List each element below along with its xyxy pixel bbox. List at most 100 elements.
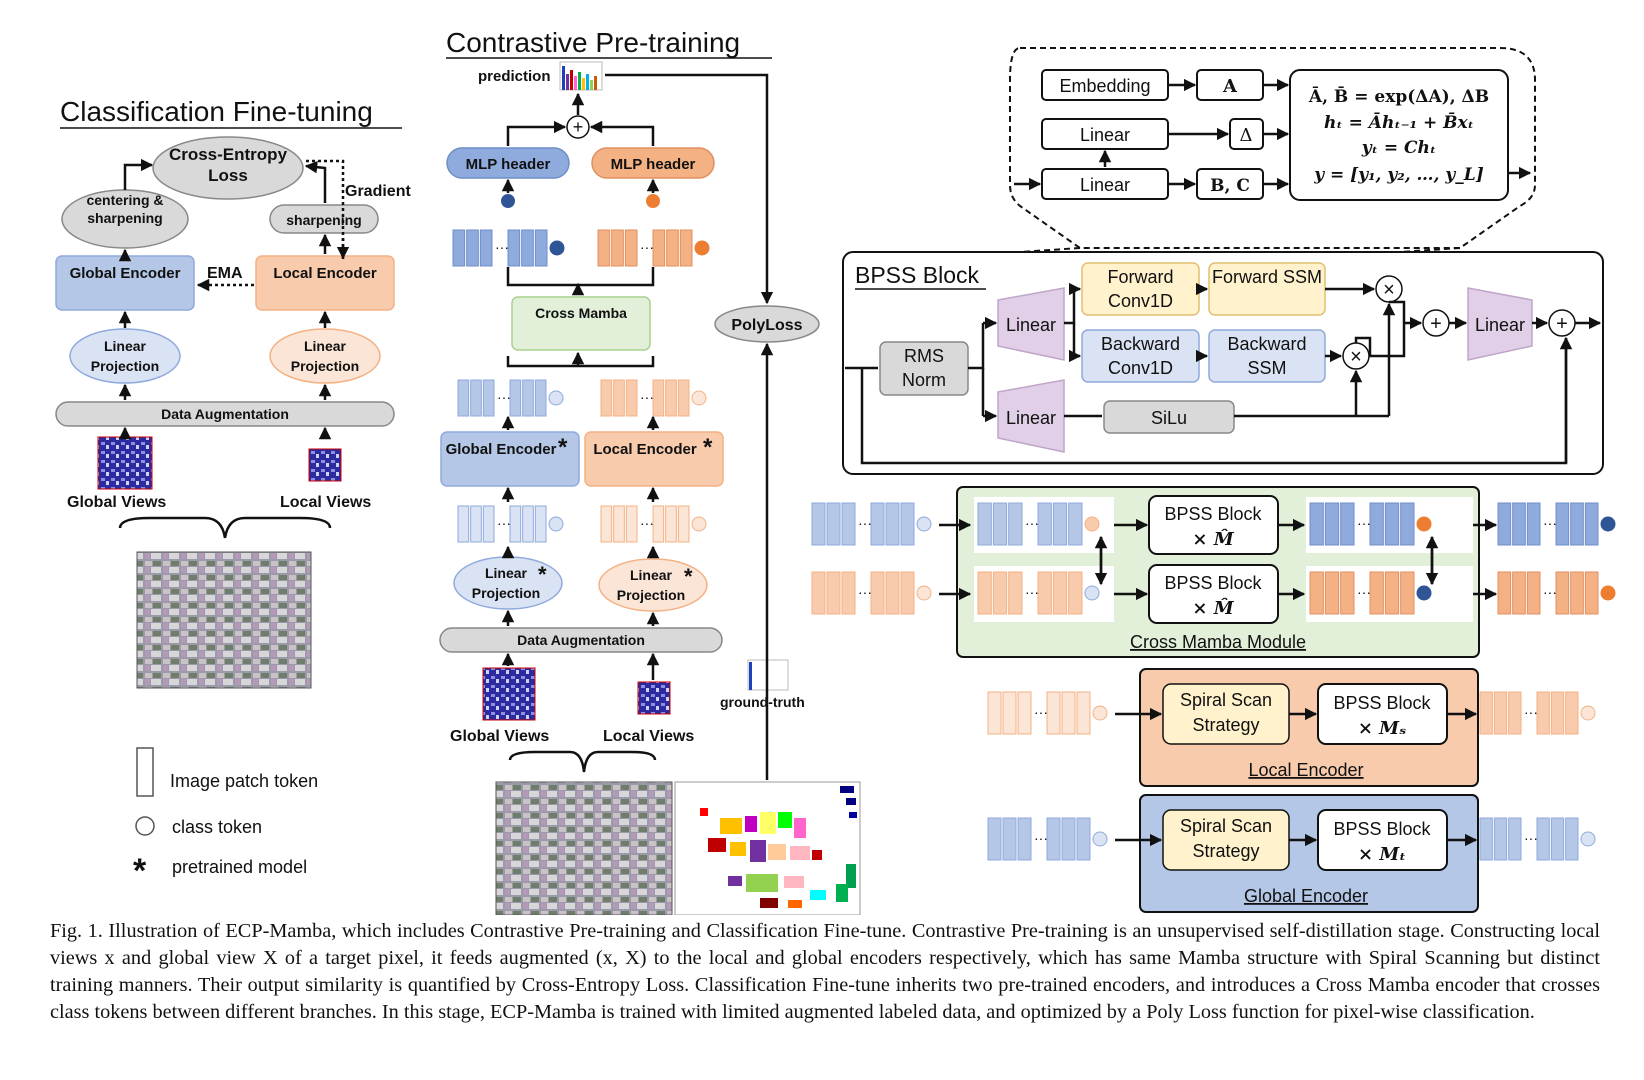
global-encoder-module: Spiral Scan Strategy BPSS Block× Mₜ Glob… bbox=[1139, 794, 1479, 913]
svg-text:+: + bbox=[1430, 313, 1442, 335]
cpt-tokens-blue-top: ··· bbox=[452, 229, 565, 267]
cpt-tokens-orange-mid: ··· bbox=[600, 379, 707, 417]
backward-conv1d: Backward Conv1D bbox=[1081, 329, 1200, 383]
cmm-bpss-top: BPSS Block× M̂ bbox=[1148, 495, 1279, 555]
svg-text:yₜ = Chₜ: yₜ = Chₜ bbox=[1361, 138, 1436, 158]
svg-text:+: + bbox=[1556, 313, 1568, 335]
ssm-equations: Ā, B̄ = exp(ΔA), ΔB hₜ = Āhₜ₋₁ + B̄xₜ yₜ… bbox=[1289, 69, 1509, 201]
cpt-source-image bbox=[495, 781, 673, 915]
svg-text:···: ··· bbox=[1357, 584, 1371, 600]
cpt-global-views: Global Views bbox=[450, 728, 549, 745]
silu-box: SiLu bbox=[1103, 400, 1235, 434]
rms-norm-box: RMS Norm bbox=[879, 341, 969, 396]
svg-text:PolyLoss: PolyLoss bbox=[731, 317, 802, 334]
right-token-rows: ···································· bbox=[811, 502, 1616, 861]
sharpening-box: sharpening bbox=[269, 204, 379, 234]
prediction-histogram bbox=[559, 61, 603, 91]
fine-linear-projection-local: Linear Projection bbox=[269, 328, 381, 384]
mlp-header-blue: MLP header bbox=[446, 147, 570, 179]
svg-text:*: * bbox=[538, 562, 547, 587]
cmm-in-blue: ··· bbox=[811, 502, 932, 546]
svg-text:×: × bbox=[1383, 279, 1395, 301]
ge-spiral: Spiral Scan Strategy bbox=[1162, 809, 1290, 871]
a-box: A bbox=[1196, 69, 1264, 101]
fine-local-encoder: Local Encoder bbox=[255, 255, 395, 311]
cpt-data-augmentation: Data Augmentation bbox=[439, 627, 723, 653]
svg-text:Data Augmentation: Data Augmentation bbox=[517, 632, 645, 648]
multiply-node-bottom: × bbox=[1342, 342, 1370, 370]
ssm-detail: Embedding A Linear Δ Linear B, C Ā, B̄ =… bbox=[929, 47, 1536, 259]
final-orange: ··· bbox=[1497, 571, 1616, 615]
forward-ssm: Forward SSM bbox=[1208, 262, 1326, 316]
delta-box: Δ bbox=[1229, 118, 1264, 150]
svg-text:···: ··· bbox=[858, 515, 872, 531]
fine-local-views: Local Views bbox=[280, 494, 371, 511]
svg-text:···: ··· bbox=[858, 584, 872, 600]
svg-text:Δ: Δ bbox=[1240, 125, 1253, 146]
svg-text:···: ··· bbox=[497, 515, 511, 531]
fine-title: Classification Fine-tuning bbox=[60, 96, 373, 127]
svg-text:sharpening: sharpening bbox=[286, 212, 361, 228]
legend-class: class token bbox=[172, 817, 262, 837]
le-spiral: Spiral Scan Strategy bbox=[1162, 683, 1290, 745]
cmm-mid-blue: ··· bbox=[977, 502, 1100, 546]
linear-trap-out: Linear bbox=[1467, 287, 1533, 361]
forward-conv1d: Forward Conv1D bbox=[1081, 262, 1200, 316]
svg-text:Embedding: Embedding bbox=[1059, 76, 1150, 96]
cpt-global-encoder: Global Encoder * bbox=[440, 431, 580, 487]
bc-box: B, C bbox=[1196, 168, 1264, 200]
le-out: ··· bbox=[1479, 691, 1596, 735]
gradient-label: Gradient bbox=[345, 183, 411, 200]
svg-text:Linear: Linear bbox=[1475, 315, 1525, 335]
centering-sharpening: centering & sharpening bbox=[61, 189, 189, 249]
ground-truth-label: ground-truth bbox=[720, 694, 805, 710]
pretraining-panel: Contrastive Pre-training prediction + ML… bbox=[439, 27, 861, 915]
embedding-box: Embedding bbox=[1041, 69, 1169, 101]
svg-text:×: × bbox=[1350, 346, 1362, 368]
svg-text:Ā, B̄ = exp(ΔA), ΔB: Ā, B̄ = exp(ΔA), ΔB bbox=[1308, 86, 1489, 107]
svg-text:A: A bbox=[1222, 76, 1238, 97]
svg-text:···: ··· bbox=[497, 389, 511, 405]
svg-text:BPSS Block: BPSS Block bbox=[1333, 819, 1431, 839]
svg-text:y = [y₁, y₂, …, y_L]: y = [y₁, y₂, …, y_L] bbox=[1313, 165, 1484, 185]
svg-text:*: * bbox=[684, 564, 693, 589]
svg-text:···: ··· bbox=[1543, 584, 1557, 600]
svg-text:···: ··· bbox=[1034, 830, 1048, 846]
cmm-out-orange: ··· bbox=[1309, 571, 1432, 615]
cpt-linear-projection-global: Linear Projection * bbox=[453, 556, 563, 610]
cpt-linear-projection-local: Linear Projection * bbox=[598, 558, 708, 612]
svg-text:BPSS Block: BPSS Block bbox=[1164, 573, 1262, 593]
svg-text:···: ··· bbox=[1034, 704, 1048, 720]
mlp-header-orange: MLP header bbox=[591, 147, 715, 179]
legend-class-icon bbox=[135, 816, 155, 836]
figure-caption: Fig. 1. Illustration of ECP-Mamba, which… bbox=[50, 920, 1600, 1023]
svg-text:Linear: Linear bbox=[1006, 408, 1056, 428]
cmm-mid-orange: ··· bbox=[977, 571, 1100, 615]
svg-text:*: * bbox=[703, 434, 713, 461]
svg-text:···: ··· bbox=[1524, 704, 1538, 720]
svg-text:hₜ = Āhₜ₋₁ + B̄xₜ: hₜ = Āhₜ₋₁ + B̄xₜ bbox=[1324, 112, 1474, 133]
asterisk-icon: * bbox=[133, 852, 147, 890]
ge-bpss: BPSS Block× Mₜ bbox=[1317, 809, 1448, 871]
cpt-local-encoder: Local Encoder * bbox=[584, 431, 724, 487]
add-node-2: + bbox=[1548, 309, 1576, 337]
ge-out: ··· bbox=[1479, 817, 1596, 861]
svg-text:BPSS Block: BPSS Block bbox=[1333, 693, 1431, 713]
svg-text:BPSS Block: BPSS Block bbox=[1164, 504, 1262, 524]
legend-patch-icon bbox=[136, 747, 154, 797]
add-node-1: + bbox=[1422, 309, 1450, 337]
svg-text:Data Augmentation: Data Augmentation bbox=[161, 406, 289, 422]
linear-trap-top: Linear bbox=[997, 287, 1065, 361]
ema-label: EMA bbox=[207, 265, 243, 282]
fine-source-image bbox=[136, 551, 312, 689]
bpss-block-panel: BPSS Block RMS Norm Linear Linear Linear… bbox=[842, 251, 1604, 475]
ge-in: ··· bbox=[987, 817, 1108, 861]
legend-patch: Image patch token bbox=[170, 771, 318, 791]
svg-text:+: + bbox=[573, 117, 584, 137]
cpt-plus-node bbox=[566, 115, 590, 139]
svg-text:MLP header: MLP header bbox=[466, 156, 551, 173]
cpt-local-views: Local Views bbox=[603, 728, 694, 745]
svg-text:···: ··· bbox=[640, 239, 654, 255]
svg-text:SiLu: SiLu bbox=[1151, 408, 1187, 428]
fine-global-encoder: Global Encoder bbox=[55, 255, 195, 311]
